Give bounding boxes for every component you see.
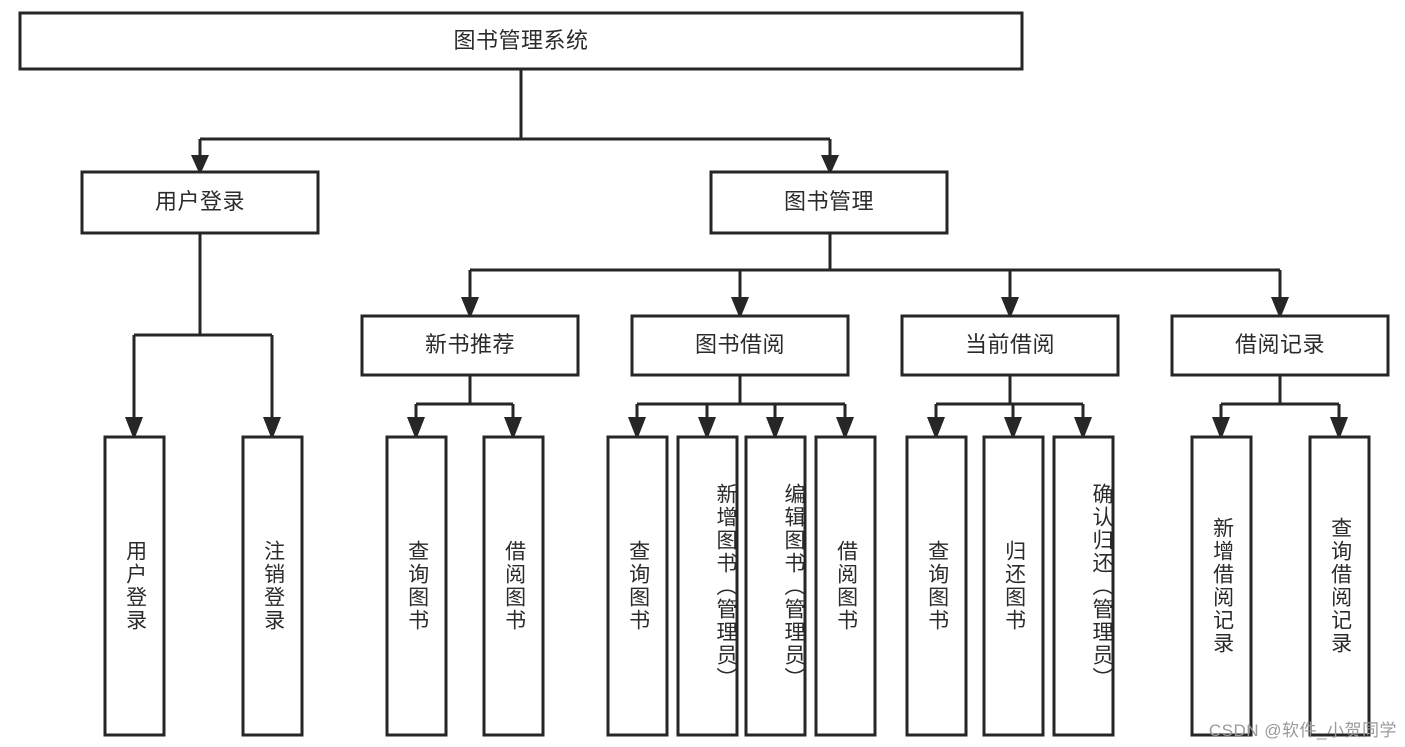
arrow-head-leaf-query-record bbox=[1330, 417, 1348, 440]
node-box-leaf-query-book-borrow[interactable] bbox=[606, 435, 669, 737]
node-box-leaf-borrow-book[interactable] bbox=[814, 435, 877, 737]
edge-group-current-borrow bbox=[927, 375, 1092, 440]
edge-group-new-book-recommend bbox=[407, 375, 522, 440]
node-box-borrow-record[interactable] bbox=[1170, 314, 1390, 377]
arrow-head-leaf-return-book bbox=[1004, 417, 1022, 440]
arrow-head-leaf-query-book-borrow bbox=[628, 417, 646, 440]
node-box-current-borrow[interactable] bbox=[900, 314, 1120, 377]
arrow-head-book-borrow bbox=[731, 297, 749, 319]
edge-group-root bbox=[191, 69, 839, 175]
node-box-root[interactable] bbox=[18, 11, 1024, 71]
node-box-leaf-logout[interactable] bbox=[241, 435, 304, 737]
edge-group-book-borrow bbox=[628, 375, 854, 440]
arrow-head-user-login bbox=[191, 155, 209, 175]
node-box-leaf-query-record[interactable] bbox=[1308, 435, 1371, 737]
arrow-head-leaf-user-login bbox=[125, 417, 143, 440]
node-box-book-borrow[interactable] bbox=[630, 314, 850, 377]
arrow-head-leaf-borrow-book-rec bbox=[504, 417, 522, 440]
arrow-head-leaf-confirm-return bbox=[1074, 417, 1092, 440]
node-box-leaf-return-book[interactable] bbox=[982, 435, 1045, 737]
arrow-head-book-manage bbox=[821, 155, 839, 175]
edge-group-borrow-record bbox=[1212, 375, 1348, 440]
node-box-leaf-query-book-cur[interactable] bbox=[905, 435, 968, 737]
node-box-leaf-query-book-rec[interactable] bbox=[385, 435, 448, 737]
node-box-leaf-add-record[interactable] bbox=[1190, 435, 1253, 737]
arrow-head-new-book-recommend bbox=[461, 297, 479, 319]
node-box-user-login[interactable] bbox=[80, 170, 320, 235]
node-box-leaf-confirm-return[interactable] bbox=[1052, 435, 1115, 737]
arrow-head-leaf-query-book-cur bbox=[927, 417, 945, 440]
arrow-head-leaf-query-book-rec bbox=[407, 417, 425, 440]
node-box-leaf-add-book[interactable] bbox=[676, 435, 739, 737]
node-box-leaf-user-login[interactable] bbox=[103, 435, 166, 737]
arrow-head-borrow-record bbox=[1271, 297, 1289, 319]
arrow-head-leaf-add-book bbox=[698, 417, 716, 440]
edge-group-user-login bbox=[125, 233, 281, 440]
edge-group-book-manage bbox=[461, 233, 1289, 319]
node-box-leaf-borrow-book-rec[interactable] bbox=[482, 435, 545, 737]
arrow-head-leaf-borrow-book bbox=[836, 417, 854, 440]
arrow-head-current-borrow bbox=[1001, 297, 1019, 319]
node-box-new-book-recommend[interactable] bbox=[360, 314, 580, 377]
node-box-book-manage[interactable] bbox=[709, 170, 949, 235]
arrow-head-leaf-add-record bbox=[1212, 417, 1230, 440]
arrow-head-leaf-logout bbox=[263, 417, 281, 440]
node-box-leaf-edit-book[interactable] bbox=[744, 435, 807, 737]
arrow-head-leaf-edit-book bbox=[766, 417, 784, 440]
csdn-watermark: CSDN @软件_小贺同学 bbox=[1208, 721, 1397, 740]
